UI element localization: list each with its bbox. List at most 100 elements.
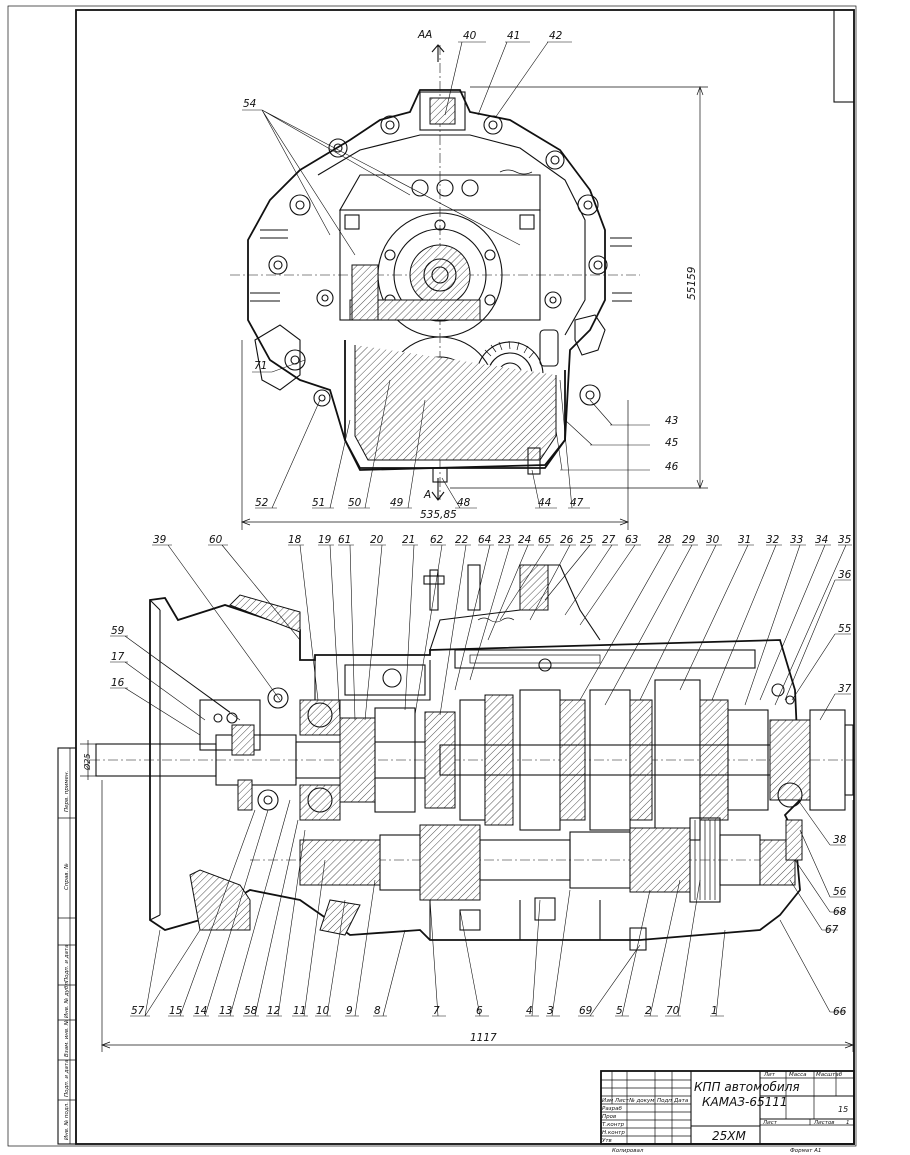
document-code: 25ХМ <box>712 1129 746 1143</box>
callout-46: 46 <box>665 461 679 473</box>
side-view-callouts-top: 39 60 18 19 61 20 21 62 22 64 23 24 65 2… <box>152 534 852 721</box>
callout-37: 37 <box>838 683 852 695</box>
tb-row-ndok: № докум <box>628 1098 654 1104</box>
tb-row-izm: Изм Лист <box>602 1098 630 1104</box>
callout-27: 27 <box>602 534 616 546</box>
tb-row-utv: Утв <box>602 1138 612 1144</box>
callout-57: 57 <box>131 1005 145 1017</box>
tb-row-razrab: Разраб <box>602 1106 622 1112</box>
tb-col-lit: Лит <box>763 1072 776 1078</box>
stamp-cell-7: Инв. № подл. <box>64 1102 70 1140</box>
stamp-cell-4: Инв. № дубл. <box>64 980 70 1018</box>
front-view: 55159 535,85 AA A <box>230 29 708 530</box>
callout-43: 43 <box>665 415 678 427</box>
stamp-cell-3: Подп. и дата <box>64 944 70 982</box>
tb-row-prov: Пров <box>602 1114 616 1120</box>
callout-41: 41 <box>507 30 520 42</box>
format-label: Формат А1 <box>790 1148 821 1154</box>
tb-row-data: Дата <box>673 1098 689 1104</box>
callout-71: 71 <box>254 360 267 372</box>
callout-23: 23 <box>498 534 511 546</box>
callout-50: 50 <box>348 497 362 509</box>
callout-54: 54 <box>243 98 256 110</box>
callout-68: 68 <box>833 906 847 918</box>
copied-label: Копировал <box>612 1148 644 1154</box>
callout-34: 34 <box>815 534 828 546</box>
callout-58: 58 <box>244 1005 258 1017</box>
callout-13: 13 <box>219 1005 232 1017</box>
callout-12: 12 <box>267 1005 281 1017</box>
callout-49: 49 <box>390 497 404 509</box>
section-label-top: AA <box>417 29 432 41</box>
callout-31: 31 <box>738 534 751 546</box>
callout-19: 19 <box>318 534 332 546</box>
callout-63: 63 <box>625 534 638 546</box>
callout-40: 40 <box>463 30 477 42</box>
callout-11: 11 <box>293 1005 306 1017</box>
tb-row-podp: Подп <box>657 1098 672 1104</box>
callout-26: 26 <box>560 534 574 546</box>
stamp-cell-2: Справ. № <box>64 863 70 890</box>
callout-64: 64 <box>478 534 491 546</box>
callout-22: 22 <box>455 534 469 546</box>
callout-3: 3 <box>547 1005 554 1017</box>
tb-scale-value: 15 <box>838 1105 848 1114</box>
callout-9: 9 <box>346 1005 353 1017</box>
callout-28: 28 <box>658 534 672 546</box>
callout-56: 56 <box>833 886 847 898</box>
callout-1: 1 <box>711 1005 718 1017</box>
callout-16: 16 <box>111 677 125 689</box>
tb-col-sheet: Лист <box>762 1120 778 1126</box>
tb-col-mass: Масса <box>789 1072 807 1078</box>
callout-39: 39 <box>153 534 167 546</box>
tb-sheets-value: 1 <box>846 1120 850 1126</box>
tb-row-tkontr: Т.контр <box>602 1122 625 1128</box>
callout-4: 4 <box>526 1005 533 1017</box>
callout-44: 44 <box>538 497 551 509</box>
drawing-title-line2: КАМАЗ-65111 <box>702 1095 788 1109</box>
callout-62: 62 <box>430 534 444 546</box>
callout-24: 24 <box>518 534 531 546</box>
callout-38: 38 <box>833 834 847 846</box>
callout-42: 42 <box>549 30 563 42</box>
callout-30: 30 <box>706 534 720 546</box>
tb-col-sheets: Листов <box>813 1120 835 1126</box>
side-stamp: Перв. примен. Справ. № Подп. и дата Инв.… <box>57 747 77 1145</box>
callout-20: 20 <box>370 534 384 546</box>
callout-17: 17 <box>111 651 125 663</box>
callout-65: 65 <box>538 534 552 546</box>
stamp-cell-5: Взам. инв. № <box>64 1019 70 1057</box>
dim-height: 55159 <box>686 266 698 300</box>
dim-width: 535,85 <box>420 509 457 521</box>
callout-2: 2 <box>645 1005 652 1017</box>
callout-67: 67 <box>825 924 839 936</box>
callout-25: 25 <box>580 534 594 546</box>
section-label-bottom: A <box>423 489 431 501</box>
callout-52: 52 <box>255 497 269 509</box>
callout-47: 47 <box>570 497 584 509</box>
callout-70: 70 <box>666 1005 680 1017</box>
front-view-callouts: 40 41 42 54 71 43 45 46 52 51 50 49 48 4… <box>242 30 679 509</box>
side-view-callouts-right: 36 55 37 38 56 68 67 66 <box>779 569 852 1018</box>
side-view-callouts-left: 59 17 16 <box>110 625 241 736</box>
title-block: Изм Лист № докум Подп Дата Разраб Пров Т… <box>600 1070 855 1145</box>
callout-10: 10 <box>316 1005 330 1017</box>
callout-6: 6 <box>476 1005 483 1017</box>
callout-55: 55 <box>838 623 852 635</box>
callout-33: 33 <box>790 534 803 546</box>
stamp-cell-1: Перв. примен. <box>64 770 70 812</box>
callout-36: 36 <box>838 569 852 581</box>
callout-21: 21 <box>402 534 415 546</box>
callout-29: 29 <box>682 534 696 546</box>
dim-length: 1117 <box>470 1032 497 1044</box>
callout-60: 60 <box>209 534 223 546</box>
callout-35: 35 <box>838 534 852 546</box>
callout-32: 32 <box>766 534 780 546</box>
callout-8: 8 <box>374 1005 381 1017</box>
drawing-title-line1: КПП автомобиля <box>694 1080 800 1094</box>
dim-diameter: Ø25 <box>82 754 92 771</box>
stamp-cell-6: Подп. и дата <box>64 1059 70 1097</box>
callout-14: 14 <box>194 1005 207 1017</box>
side-view: Ø25 1117 <box>80 564 855 1052</box>
